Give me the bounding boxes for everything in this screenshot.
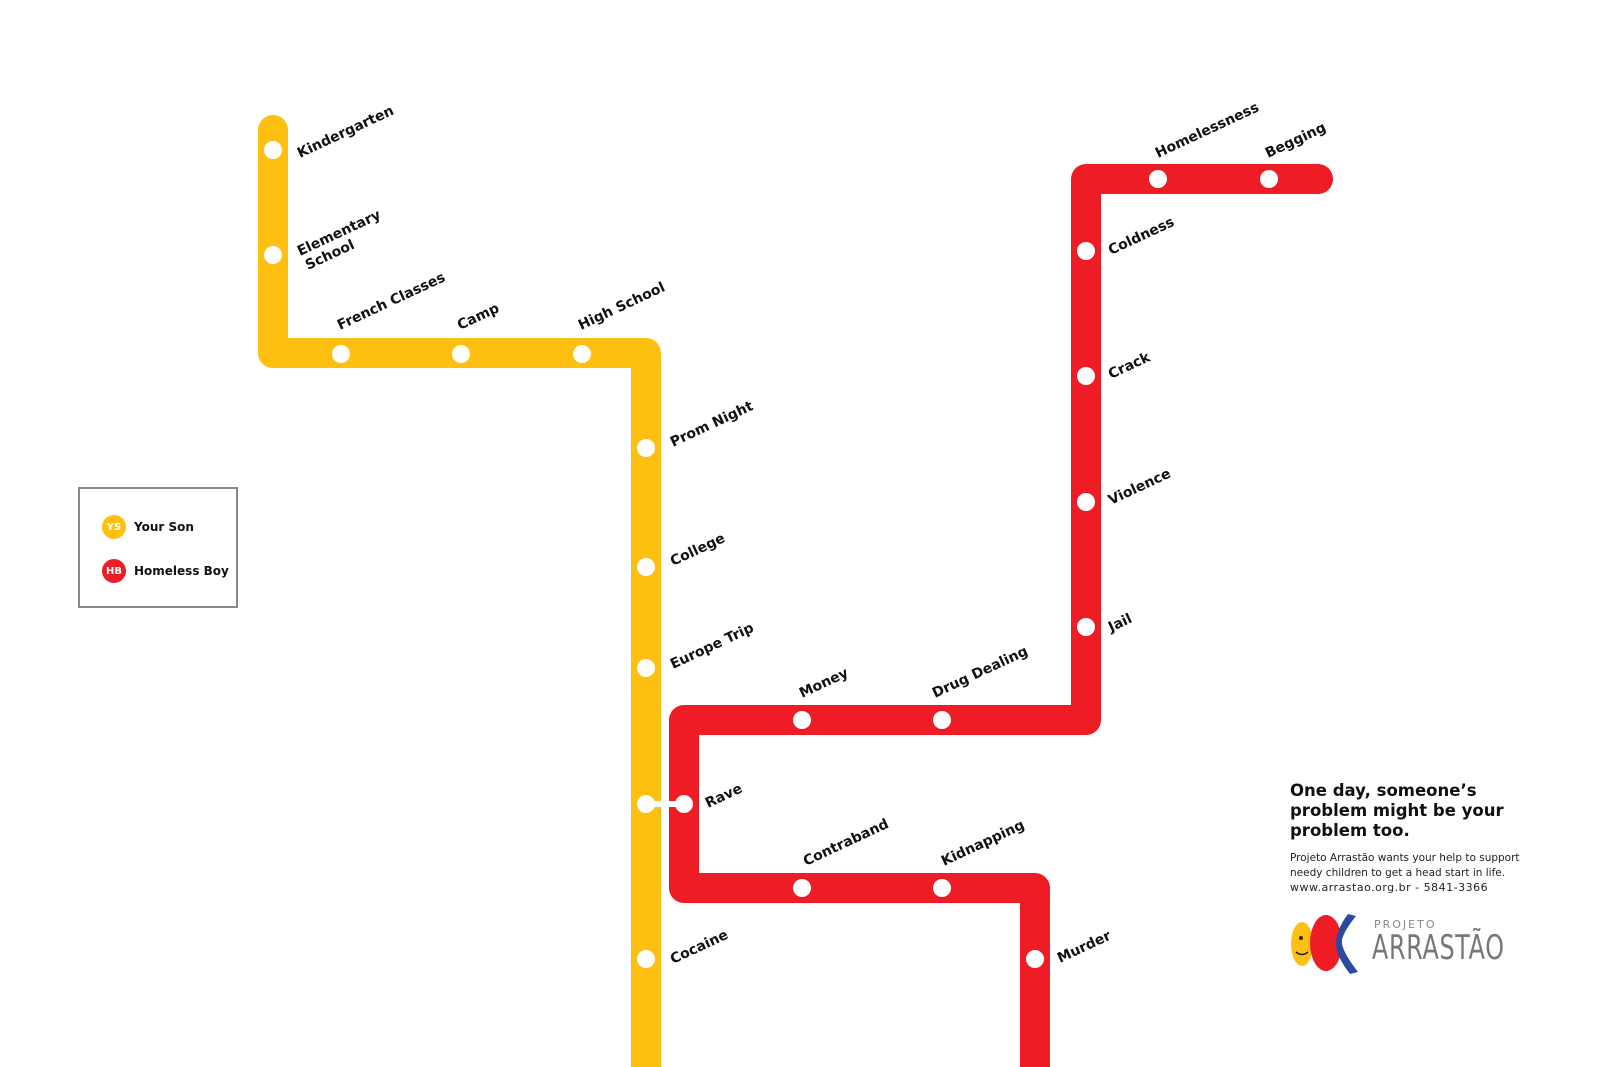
station-label: Kidnapping [939, 817, 1027, 870]
ad-copy: One day, someone’s problem might be your… [1290, 781, 1520, 894]
station-dot [1026, 950, 1044, 968]
station-label: Camp [455, 300, 502, 333]
station-label: French Classes [335, 270, 448, 334]
homeless-boy-badge: HB [102, 559, 126, 583]
station-label: Murder [1055, 928, 1114, 967]
legend-label: Your Son [134, 520, 194, 534]
fish-logo-icon [1291, 914, 1358, 974]
station-dot [933, 879, 951, 897]
station-dot [1077, 493, 1095, 511]
station-dot [573, 345, 591, 363]
projeto-arrastao-logo: PROJETO ARRASTÃO [1290, 912, 1504, 974]
legend: YS Your Son HB Homeless Boy [78, 487, 238, 608]
station-label: Prom Night [668, 398, 756, 450]
station-dot [637, 558, 655, 576]
station-dot [264, 141, 282, 159]
station-dot [332, 345, 350, 363]
station-dots [264, 141, 1278, 968]
your-son-line [258, 115, 661, 1067]
station-label: Coldness [1106, 214, 1177, 258]
station-label: Crack [1106, 349, 1153, 382]
station-dot [1077, 242, 1095, 260]
homeless-boy-line [669, 164, 1333, 1067]
station-dot [1077, 367, 1095, 385]
station-dot [637, 659, 655, 677]
station-label: Violence [1106, 466, 1174, 509]
station-dot [452, 345, 470, 363]
station-label: Rave [703, 781, 745, 812]
station-label: Cocaine [668, 927, 731, 968]
station-dot [1077, 618, 1095, 636]
contact-info: www.arrastao.org.br - 5841-3366 [1290, 881, 1489, 894]
station-label: Contraband [801, 816, 891, 870]
logo-text-small: PROJETO [1374, 918, 1437, 931]
station-label: Jail [1105, 611, 1135, 636]
station-label: Europe Trip [668, 620, 756, 673]
station-dot [637, 950, 655, 968]
station-dot [637, 439, 655, 457]
body-text: Projeto Arrastão wants your help to supp… [1290, 852, 1520, 879]
station-label: Drug Dealing [930, 643, 1031, 701]
headline: One day, someone’s problem might be your… [1290, 781, 1504, 840]
station-dot [1149, 170, 1167, 188]
station-dot [793, 879, 811, 897]
station-dot [933, 711, 951, 729]
station-dot [637, 795, 655, 813]
station-dot [264, 246, 282, 264]
station-label: Kindergarten [295, 103, 397, 162]
station-dot [793, 711, 811, 729]
station-dot [675, 795, 693, 813]
logo-text-big: ARRASTÃO [1372, 928, 1505, 968]
legend-label: Homeless Boy [134, 564, 229, 578]
station-label: Begging [1263, 120, 1329, 162]
station-label: College [668, 530, 728, 569]
station-label: Money [797, 665, 851, 702]
station-dot [1260, 170, 1278, 188]
station-label: High School [576, 279, 668, 333]
legend-your-son: YS Your Son [102, 515, 194, 539]
station-label: Homelessness [1153, 100, 1262, 162]
your-son-badge: YS [102, 515, 126, 539]
legend-homeless-boy: HB Homeless Boy [102, 559, 229, 583]
